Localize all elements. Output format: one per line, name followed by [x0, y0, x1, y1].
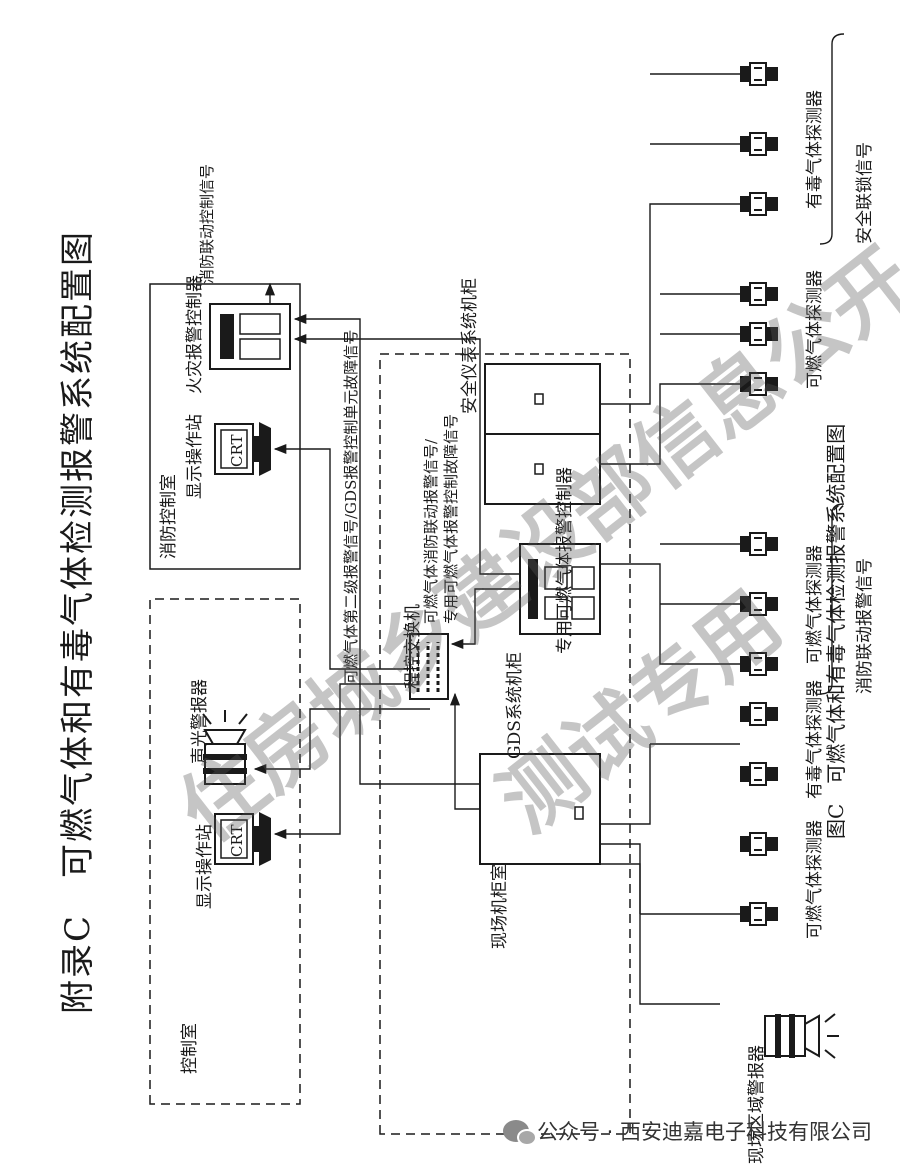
wechat-icon [502, 1120, 537, 1146]
program-switch-device [409, 633, 449, 700]
sis-cabinet-label: 安全仪表系统机柜 [460, 278, 480, 414]
fire-control-room-box [149, 283, 301, 570]
field-cabinet-room-label: 现场机柜室 [490, 864, 510, 949]
sis-cabinet-device [484, 363, 601, 505]
fire-control-room-label: 消防控制室 [159, 474, 179, 559]
fire-linkage-alarm-signal-label: 消防联动报警信号 [855, 558, 875, 694]
combustible-detector-label-2: 可燃气体探测器 [805, 545, 825, 664]
fire-alarm-controller-label: 火灾报警控制器 [185, 275, 205, 394]
detector-group-toxic-1 [739, 702, 779, 786]
toxic-detector-label-1: 有毒气体探测器 [805, 680, 825, 799]
control-room-label: 控制室 [180, 1023, 200, 1074]
toxic-detector-label-2: 有毒气体探测器 [805, 90, 825, 209]
display-station-label-1: 显示操作站 [185, 414, 205, 499]
fire-alarm-controller-device [209, 303, 291, 370]
footer-bar: 公众号 · 西安迪嘉电子科技有限公司 [502, 1116, 872, 1146]
footer-text: 公众号 · 西安迪嘉电子科技有限公司 [536, 1120, 872, 1144]
detector-group-toxic-2 [739, 62, 779, 216]
combustible-detector-label-1: 可燃气体探测器 [805, 820, 825, 939]
crt-label-1: CRT [228, 434, 246, 467]
field-area-alarm-device [764, 1013, 840, 1059]
dedicated-controller-device [519, 543, 601, 635]
fire-linkage-control-signal-label: 消防联动控制信号 [198, 163, 216, 284]
control-room-box [149, 598, 301, 1105]
detector-group-combustible-1 [739, 832, 779, 926]
page-title: 附录C 可燃气体和有毒气体检测报警系统配置图 [58, 229, 98, 1014]
field-area-alarm-label: 现场区域警报器 [747, 1045, 767, 1164]
